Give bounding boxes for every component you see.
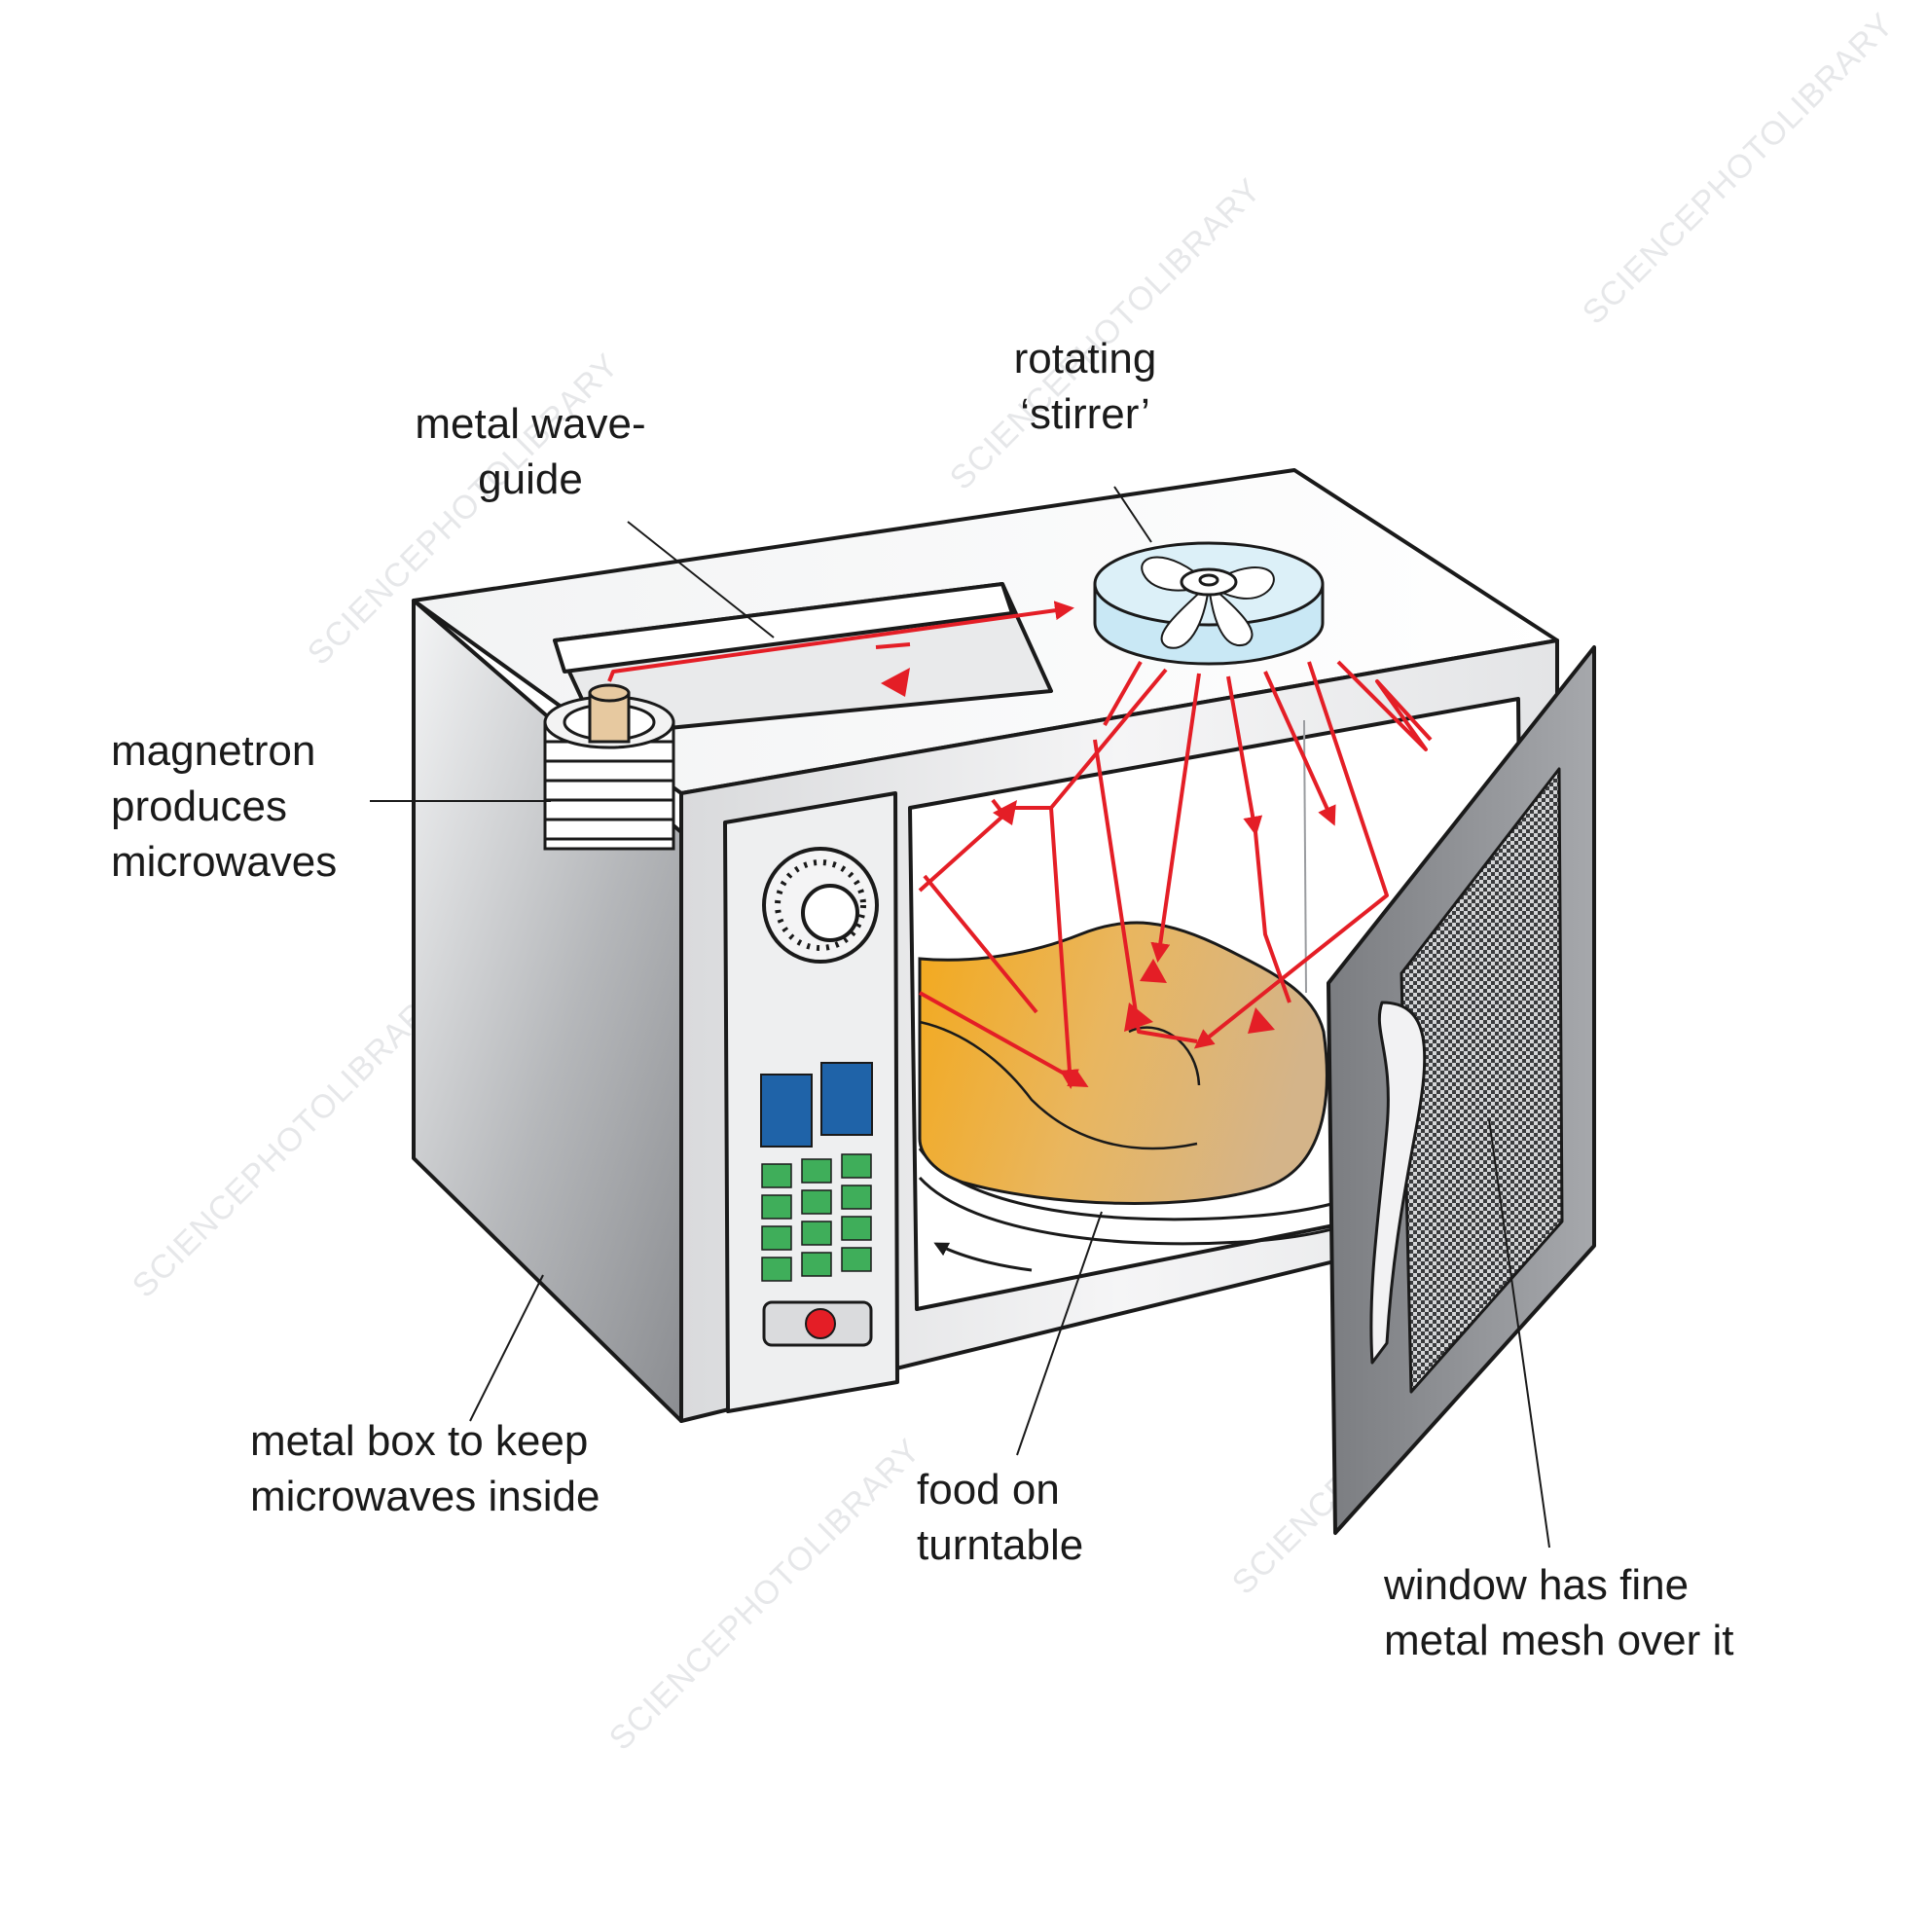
watermark-4: SCIENCEPHOTOLIBRARY <box>126 979 452 1305</box>
label-window-line2: metal mesh over it <box>1384 1617 1734 1664</box>
start-button[interactable] <box>762 1300 873 1347</box>
label-window-line1: window has fine <box>1384 1561 1690 1609</box>
waveguide <box>553 582 1053 737</box>
rotation-arrow <box>933 1242 1033 1272</box>
display-blocks <box>760 1062 873 1148</box>
keypad[interactable] <box>761 1153 872 1282</box>
oven-door[interactable] <box>1327 645 1596 1535</box>
label-waveguide-line2: guide <box>478 456 583 503</box>
label-window: window has fine metal mesh over it <box>1384 1557 1733 1668</box>
label-metal-box-line2: microwaves inside <box>250 1473 600 1520</box>
label-food-line1: food on <box>917 1466 1060 1513</box>
label-stirrer-line2: ‘stirrer’ <box>1020 390 1150 438</box>
watermark-3: SCIENCEPHOTOLIBRARY <box>1576 6 1902 332</box>
label-food: food on turntable <box>917 1462 1083 1573</box>
label-metal-box-line1: metal box to keep <box>250 1417 589 1465</box>
watermark-5: SCIENCEPHOTOLIBRARY <box>602 1432 928 1758</box>
door-handle[interactable] <box>1369 1001 1427 1365</box>
leader-lines <box>370 486 1550 1549</box>
microwave-paths <box>607 601 1433 1089</box>
label-metal-box: metal box to keep microwaves inside <box>250 1413 600 1524</box>
label-magnetron: magnetron produces microwaves <box>111 723 337 890</box>
label-magnetron-line1: magnetron <box>111 727 316 775</box>
timer-dial[interactable] <box>762 847 879 964</box>
magnetron <box>543 683 675 851</box>
label-stirrer-line1: rotating <box>1013 335 1157 383</box>
label-stirrer: rotating ‘stirrer’ <box>983 331 1187 442</box>
stirrer-fan <box>1093 541 1325 666</box>
microwave-arrowheads <box>881 668 1275 1034</box>
label-food-line2: turntable <box>917 1521 1084 1569</box>
label-magnetron-line3: microwaves <box>111 838 338 886</box>
label-waveguide: metal wave- guide <box>389 396 672 507</box>
label-waveguide-line1: metal wave- <box>415 400 646 448</box>
label-magnetron-line2: produces <box>111 783 288 830</box>
